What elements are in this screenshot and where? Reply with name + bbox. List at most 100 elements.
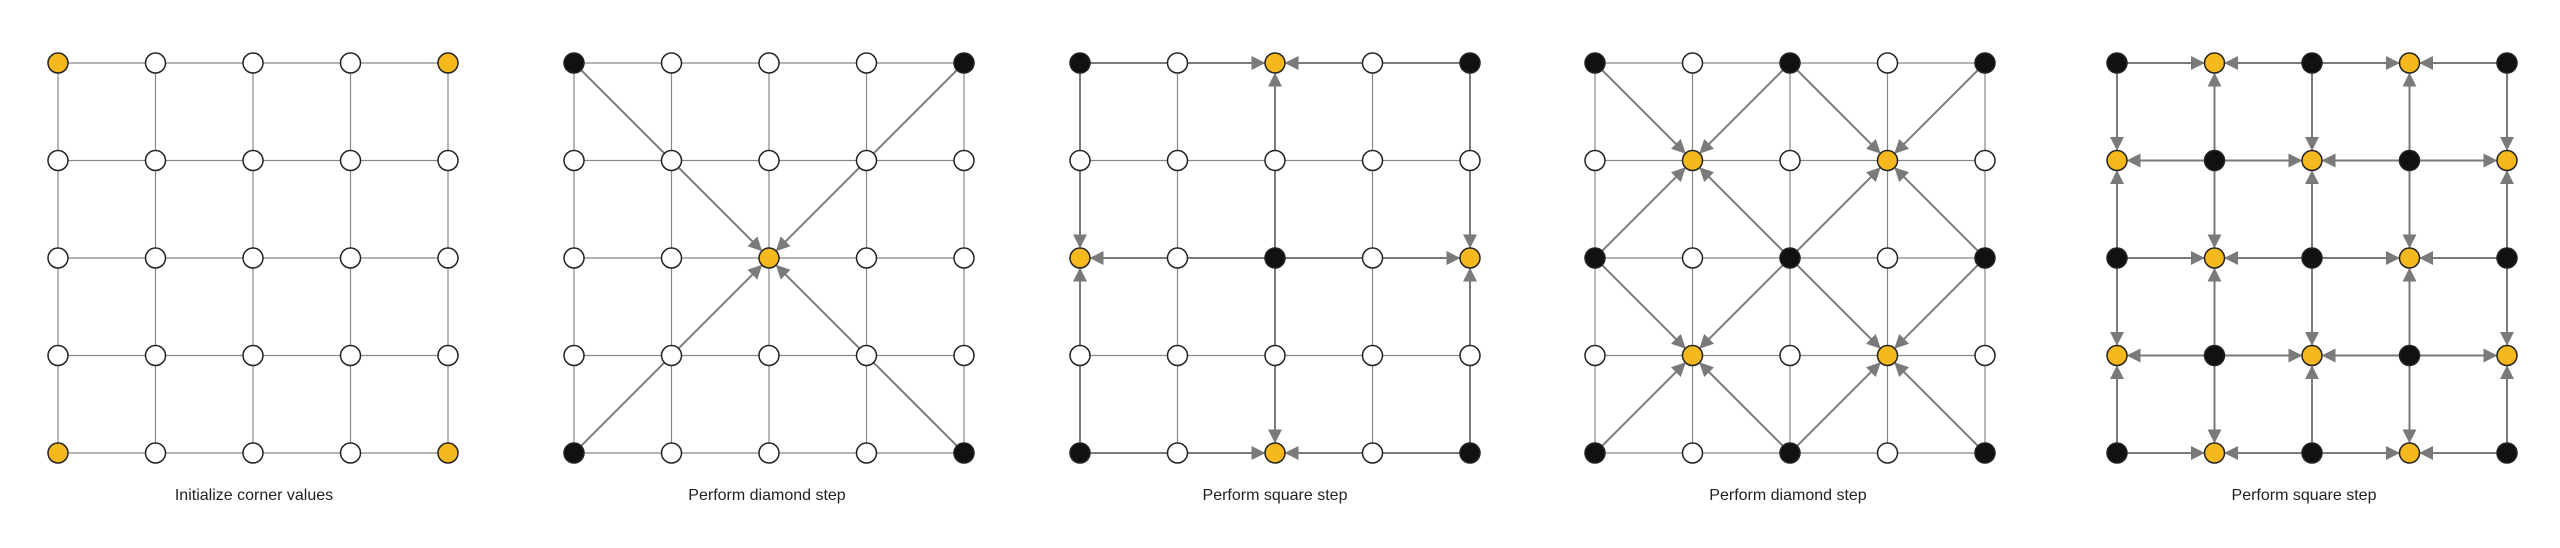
panel-4-nodes	[1584, 52, 1996, 464]
dependency-arrow	[1601, 69, 1686, 154]
dependency-arrow	[1894, 167, 1979, 252]
grid-node-empty	[242, 344, 264, 367]
grid-node-empty	[242, 442, 264, 464]
grid-node-empty	[1459, 149, 1481, 172]
grid-node-empty	[660, 442, 683, 464]
grid-node-known	[563, 442, 585, 464]
grid-node-computed	[47, 442, 69, 464]
dependency-arrow	[1601, 167, 1686, 252]
grid-node-empty	[1779, 149, 1801, 172]
grid-node-known	[563, 52, 585, 74]
grid-node-computed	[2398, 52, 2421, 74]
grid-node-known	[2301, 52, 2323, 74]
grid-node-empty	[242, 149, 264, 172]
grid-node-empty	[144, 52, 167, 74]
grid-node-computed	[2301, 344, 2323, 367]
grid-node-computed	[2106, 149, 2128, 172]
grid-node-known	[1584, 52, 1606, 74]
grid-node-empty	[437, 149, 459, 172]
grid-node-empty	[953, 149, 975, 172]
panel-5-arrows	[2110, 56, 2514, 460]
grid-node-empty	[855, 344, 878, 367]
grid-node-empty	[1069, 344, 1091, 367]
grid-node-empty	[339, 52, 362, 74]
grid-node-known	[1779, 247, 1801, 269]
grid-node-empty	[437, 344, 459, 367]
grid-node-empty	[1974, 149, 1996, 172]
grid-node-empty	[660, 247, 683, 269]
grid-node-empty	[144, 247, 167, 269]
grid-node-computed	[1681, 344, 1704, 367]
panel-2: Perform diamond step	[563, 52, 975, 504]
grid-node-empty	[1166, 52, 1189, 74]
grid-node-computed	[437, 442, 459, 464]
panel-4-arrows	[1601, 69, 1979, 447]
grid-node-computed	[1876, 344, 1899, 367]
grid-node-known	[2203, 149, 2226, 172]
grid-node-computed	[1459, 247, 1481, 269]
dependency-arrow	[1796, 362, 1881, 447]
grid-node-known	[2203, 344, 2226, 367]
grid-node-empty	[1264, 149, 1286, 172]
panel-1-nodes	[47, 52, 459, 464]
grid-node-empty	[242, 52, 264, 74]
grid-node-empty	[144, 442, 167, 464]
grid-node-computed	[47, 52, 69, 74]
grid-node-empty	[758, 344, 780, 367]
grid-node-computed	[437, 52, 459, 74]
grid-node-empty	[563, 344, 585, 367]
grid-node-empty	[855, 247, 878, 269]
grid-node-empty	[1876, 247, 1899, 269]
grid-node-empty	[1361, 52, 1384, 74]
grid-node-known	[1779, 52, 1801, 74]
dependency-arrow	[1601, 362, 1686, 447]
grid-node-known	[1459, 442, 1481, 464]
grid-node-empty	[660, 149, 683, 172]
grid-node-empty	[855, 52, 878, 74]
grid-node-empty	[855, 442, 878, 464]
grid-node-computed	[2398, 247, 2421, 269]
dependency-arrow	[1699, 69, 1784, 154]
panel-3-nodes	[1069, 52, 1481, 464]
grid-node-known	[953, 442, 975, 464]
dependency-arrow	[1894, 362, 1979, 447]
dependency-arrow	[1796, 69, 1881, 154]
grid-node-empty	[1681, 442, 1704, 464]
grid-node-empty	[1166, 344, 1189, 367]
grid-node-known	[2398, 344, 2421, 367]
grid-node-empty	[1361, 344, 1384, 367]
grid-node-known	[1459, 52, 1481, 74]
grid-node-known	[1584, 442, 1606, 464]
grid-node-computed	[2301, 149, 2323, 172]
grid-node-empty	[953, 247, 975, 269]
grid-node-known	[953, 52, 975, 74]
grid-node-empty	[1361, 442, 1384, 464]
grid-node-known	[1974, 442, 1996, 464]
panel-1-caption: Initialize corner values	[175, 487, 333, 504]
dependency-arrow	[1796, 264, 1881, 349]
grid-node-empty	[758, 442, 780, 464]
grid-node-computed	[2106, 344, 2128, 367]
panel-3: Perform square step	[1069, 52, 1481, 504]
grid-node-known	[1974, 52, 1996, 74]
grid-node-empty	[1459, 344, 1481, 367]
panel-2-caption: Perform diamond step	[688, 487, 846, 504]
grid-node-empty	[339, 247, 362, 269]
grid-node-computed	[2203, 52, 2226, 74]
dependency-arrow	[1699, 167, 1784, 252]
panel-2-nodes	[563, 52, 975, 464]
grid-node-empty	[758, 149, 780, 172]
grid-node-computed	[2203, 442, 2226, 464]
grid-node-known	[2496, 247, 2518, 269]
grid-node-empty	[144, 149, 167, 172]
dependency-arrow	[1796, 167, 1881, 252]
grid-node-empty	[953, 344, 975, 367]
grid-node-empty	[242, 247, 264, 269]
grid-node-known	[2106, 442, 2128, 464]
grid-node-empty	[1681, 247, 1704, 269]
panel-4-caption: Perform diamond step	[1709, 487, 1867, 504]
grid-node-empty	[1264, 344, 1286, 367]
grid-node-known	[2301, 442, 2323, 464]
grid-node-empty	[1681, 52, 1704, 74]
grid-node-known	[1069, 442, 1091, 464]
